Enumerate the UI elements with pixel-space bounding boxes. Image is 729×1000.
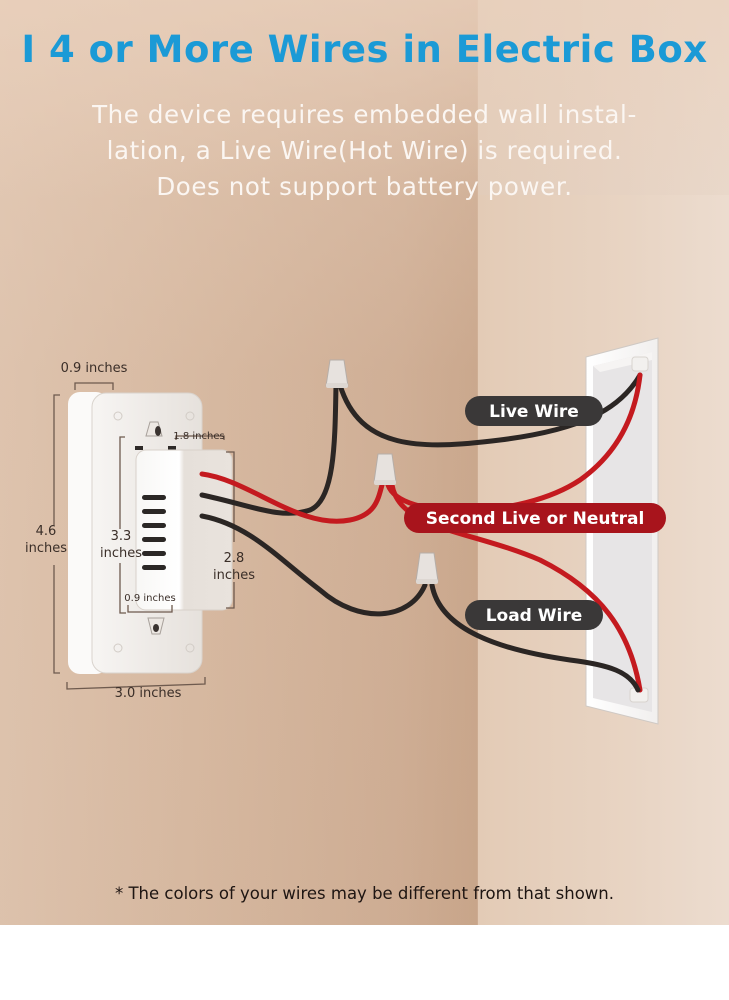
dim-height-total-value: 4.6 xyxy=(36,524,57,539)
wire-nut-bottom xyxy=(415,552,439,584)
wire-nut-middle xyxy=(373,453,397,485)
subtitle-line-2: lation, a Live Wire(Hot Wire) is require… xyxy=(106,136,623,165)
subtitle-line-3: Does not support battery power. xyxy=(156,172,573,201)
wire-load xyxy=(429,582,641,693)
wire-black-device-live xyxy=(199,382,339,516)
vent-slots xyxy=(142,495,166,570)
label-live-wire-text: Live Wire xyxy=(489,402,579,422)
page-title: I 4 or More Wires in Electric Box xyxy=(21,28,708,71)
label-load-wire-text: Load Wire xyxy=(486,606,583,626)
wiring-diagram: 0.9 inches 4.6 inches 3.3 inches 1.8 inc… xyxy=(25,337,666,725)
label-second-live-neutral: Second Live or Neutral xyxy=(404,503,666,533)
dim-module-height-value: 2.8 xyxy=(224,551,245,566)
subtitle: The device requires embedded wall instal… xyxy=(0,97,729,205)
mount-screw-bottom xyxy=(153,624,159,632)
wire-black-device-load xyxy=(199,513,428,617)
wire-live xyxy=(337,372,643,448)
dimension-lines xyxy=(53,382,235,690)
dim-inner-height-value: 3.3 xyxy=(111,529,132,544)
label-live-wire: Live Wire xyxy=(465,396,603,426)
subtitle-line-1: The device requires embedded wall instal… xyxy=(92,100,637,129)
label-second-live-neutral-text: Second Live or Neutral xyxy=(426,509,645,529)
screw-hole xyxy=(113,411,123,421)
dim-width-total: 3.0 inches xyxy=(115,686,182,701)
dim-height-total-unit: inches xyxy=(25,541,67,556)
label-load-wire: Load Wire xyxy=(465,600,603,630)
dim-module-width: 1.8 inches xyxy=(173,431,224,442)
wire-red-device xyxy=(199,471,385,524)
dim-module-depth: 0.9 inches xyxy=(124,593,175,604)
device-module xyxy=(135,449,233,611)
screw-hole xyxy=(185,643,195,653)
dim-module-height-unit: inches xyxy=(213,568,255,583)
mount-screw-top xyxy=(155,426,161,436)
footnote: * The colors of your wires may be differ… xyxy=(114,884,614,903)
wire-nut-top xyxy=(325,359,349,388)
box-terminal-top xyxy=(631,356,649,372)
screw-hole xyxy=(113,643,123,653)
screw-hole xyxy=(185,411,195,421)
dim-inner-height-unit: inches xyxy=(100,546,142,561)
dim-depth-top: 0.9 inches xyxy=(61,361,128,376)
wall-top-shade xyxy=(0,0,729,200)
